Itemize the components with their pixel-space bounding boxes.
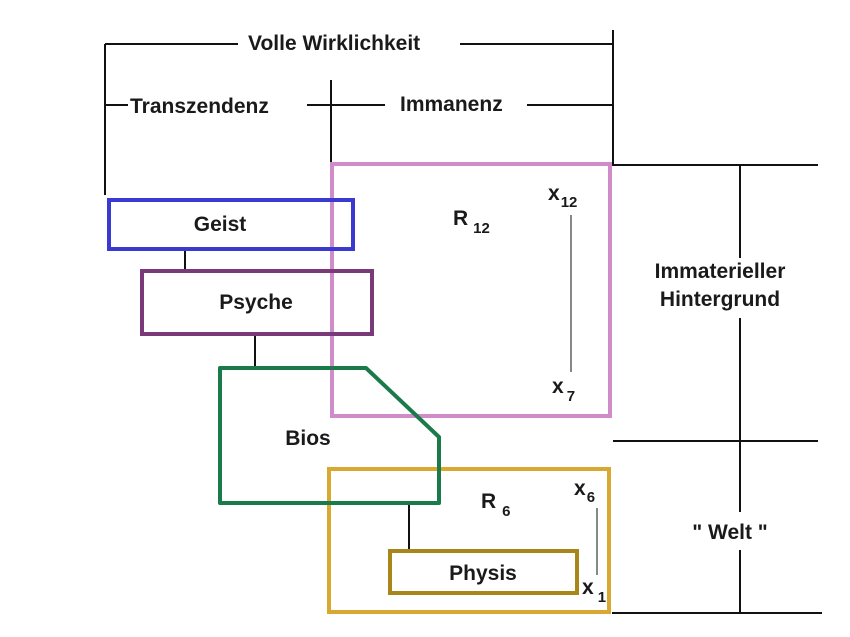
transzendenz-label: Transzendenz — [130, 95, 269, 118]
welt-label: " Welt " — [692, 521, 768, 544]
hintergrund-label: Hintergrund — [660, 288, 780, 311]
psyche-label: Psyche — [219, 291, 293, 314]
transzendenz-immanenz-bracket — [105, 80, 613, 165]
volle-wirklichkeit-label: Volle Wirklichkeit — [248, 32, 420, 55]
psyche-box — [140, 269, 374, 336]
x12-marker: x12 — [548, 182, 577, 211]
right-bracket — [612, 164, 822, 614]
r12-region — [330, 162, 612, 418]
immanenz-label: Immanenz — [400, 93, 503, 116]
x6-marker: x6 — [574, 477, 595, 506]
physis-label: Physis — [449, 562, 517, 585]
immaterieller-label: Immaterieller — [655, 260, 786, 283]
bios-label: Bios — [285, 427, 331, 450]
physis-box — [388, 549, 579, 595]
volle-wirklichkeit-bracket — [104, 30, 614, 195]
geist-box — [107, 198, 355, 251]
bios-box — [218, 366, 441, 505]
connectors — [184, 250, 410, 551]
geist-label: Geist — [194, 213, 247, 236]
r6-region — [327, 467, 611, 614]
